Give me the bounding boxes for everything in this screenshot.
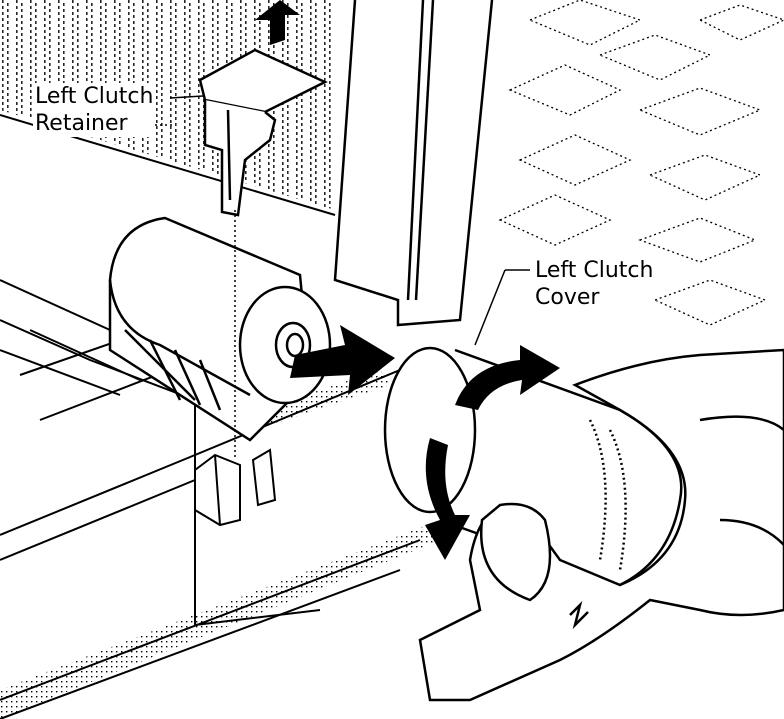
rotate-arrow-icon bbox=[425, 345, 560, 560]
callout-retainer-line2: Retainer bbox=[35, 111, 128, 136]
honeycomb-panel bbox=[498, 0, 784, 326]
up-arrow-icon bbox=[255, 0, 300, 45]
callout-cover-line2: Cover bbox=[535, 285, 600, 310]
feet bbox=[194, 448, 277, 527]
retainer-part bbox=[198, 48, 328, 217]
clutch-disc bbox=[238, 285, 332, 405]
door-panel bbox=[333, 0, 494, 327]
right-arrow-icon bbox=[290, 325, 395, 395]
callout-left-clutch-cover: Left Clutch Cover bbox=[533, 257, 656, 311]
callout-retainer-line1: Left Clutch bbox=[35, 84, 154, 109]
callout-cover-line1: Left Clutch bbox=[535, 258, 654, 283]
callout-left-clutch-retainer: Left Clutch Retainer bbox=[33, 83, 156, 137]
base-plates bbox=[0, 370, 440, 719]
hand bbox=[418, 348, 784, 702]
